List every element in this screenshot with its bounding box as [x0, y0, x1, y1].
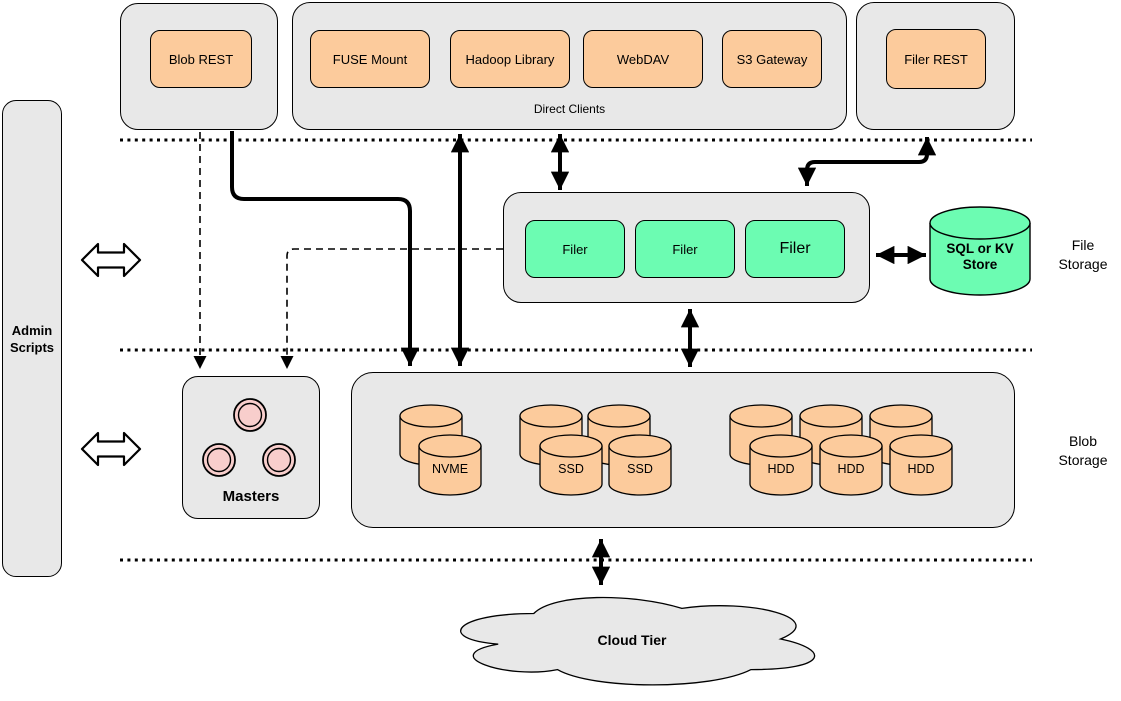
admin-scripts-label: Admin Scripts: [9, 322, 55, 355]
node-blob-rest-label: Blob REST: [168, 51, 234, 67]
cloud-tier-label: Cloud Tier: [597, 632, 667, 648]
blob-storage-section-label: Blob Storage: [1058, 433, 1108, 468]
masters-label: Masters: [222, 488, 280, 505]
file-storage-section-label: File Storage: [1058, 237, 1108, 272]
node-hadoop-library-label: Hadoop Library: [465, 51, 555, 67]
node-blob-rest: Blob REST: [150, 30, 252, 88]
node-filer-1-label: Filer: [562, 241, 588, 257]
ssd-2-label: SSD: [627, 462, 653, 476]
edge-filerrest-filer-down: [797, 160, 867, 187]
node-filer-2-label: Filer: [672, 241, 698, 257]
blob-storage-container: [351, 372, 1015, 528]
edge-filer-to-masters: [280, 248, 503, 369]
node-filer-rest: Filer REST: [886, 29, 986, 89]
node-fuse-mount: FUSE Mount: [310, 30, 430, 88]
sql-kv-store-label: SQL or KV Store: [946, 241, 1014, 272]
node-filer-3: Filer: [745, 220, 845, 278]
node-hadoop-library: Hadoop Library: [450, 30, 570, 88]
admin-scripts-box: Admin Scripts: [2, 100, 62, 577]
edge-filerrest-filer-up: [867, 136, 937, 164]
node-fuse-mount-label: FUSE Mount: [332, 51, 408, 67]
node-filer-3-label: Filer: [779, 240, 811, 257]
hdd-1-label: HDD: [767, 462, 795, 476]
nvme-label: NVME: [431, 462, 469, 476]
node-webdav: WebDAV: [583, 30, 703, 88]
node-filer-rest-label: Filer REST: [904, 51, 968, 67]
hdd-3-label: HDD: [907, 462, 935, 476]
node-s3-gateway-label: S3 Gateway: [736, 51, 808, 67]
node-filer-2: Filer: [635, 220, 735, 278]
hdd-2-label: HDD: [837, 462, 865, 476]
ssd-1-label: SSD: [558, 462, 584, 476]
edge-blobrest-to-blobstorage: [230, 131, 420, 367]
double-arrow-admin-filestorage: [80, 242, 142, 278]
node-s3-gateway: S3 Gateway: [722, 30, 822, 88]
node-filer-1: Filer: [525, 220, 625, 278]
sql-kv-cylinder-top: [929, 206, 1031, 240]
node-webdav-label: WebDAV: [616, 51, 670, 67]
direct-clients-label: Direct Clients: [533, 102, 606, 116]
double-arrow-admin-blobstorage: [80, 431, 142, 467]
